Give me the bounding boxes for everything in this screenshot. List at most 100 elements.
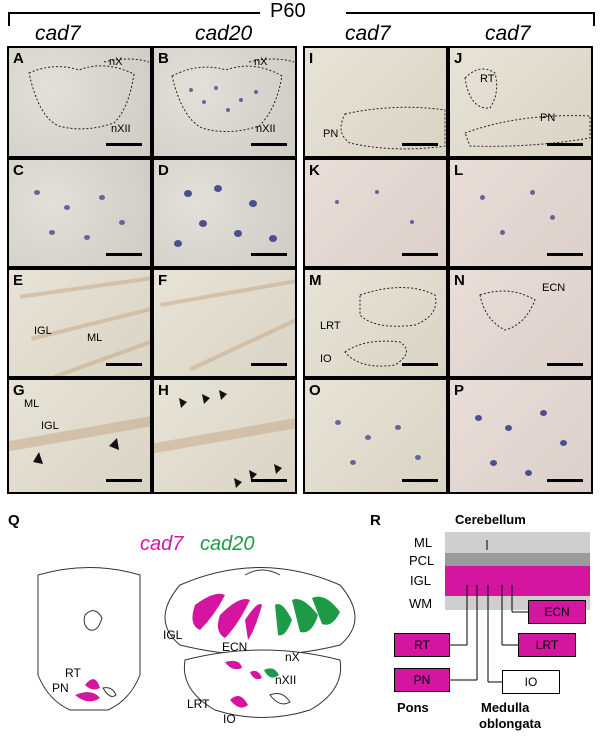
panel-E-label: E: [13, 272, 24, 289]
scale-bar: [106, 363, 142, 366]
diagram-R-label: R: [370, 512, 381, 529]
layer-IGL-label: IGL: [410, 573, 431, 588]
panel-G: G ML IGL: [7, 378, 152, 494]
panel-N-label: N: [454, 272, 465, 289]
scale-bar: [547, 363, 583, 366]
layer-ML-label: ML: [414, 535, 433, 550]
box-PN: PN: [394, 668, 450, 692]
panel-O: O: [303, 378, 448, 494]
panel-B-nXII: nXII: [256, 123, 276, 135]
box-ECN: ECN: [528, 600, 586, 624]
panel-A-nX: nX: [109, 56, 123, 68]
panel-M-IO: IO: [320, 353, 332, 365]
panel-G-IGL: IGL: [41, 420, 59, 432]
panel-H: H: [152, 378, 297, 494]
medulla-label-1: Medulla: [481, 700, 530, 715]
panel-J-label: J: [454, 50, 463, 67]
arrowheads: [179, 390, 282, 488]
panel-D: D: [152, 158, 297, 268]
scale-bar: [251, 143, 287, 146]
panel-A: A nX nXII: [7, 46, 152, 158]
panel-N: N ECN: [448, 268, 593, 378]
panel-M: M LRT IO: [303, 268, 448, 378]
panel-G-ML: ML: [24, 398, 40, 410]
scale-bar: [251, 253, 287, 256]
panel-I: I PN: [303, 46, 448, 158]
label-ECN: ECN: [222, 640, 248, 654]
scale-bar: [106, 253, 142, 256]
connection-lines: [449, 540, 528, 683]
panel-I-outline: [340, 106, 446, 150]
panel-B-nX: nX: [254, 56, 268, 68]
col1-gene: cad7: [35, 22, 81, 45]
panel-E-ML: ML: [87, 332, 103, 344]
panel-P-label: P: [454, 382, 465, 399]
header-bracket-right: [346, 12, 595, 26]
panel-K: K: [303, 158, 448, 268]
panel-D-label: D: [158, 162, 169, 179]
panel-H-label: H: [158, 382, 169, 399]
panel-P: P: [448, 378, 593, 494]
panel-M-LRT: LRT: [320, 320, 341, 332]
panel-E-IGL: IGL: [34, 325, 52, 337]
col2-gene: cad20: [195, 22, 253, 45]
box-LRT: LRT: [518, 633, 576, 657]
panel-A-label: A: [13, 50, 24, 67]
legend-cad20: cad20: [200, 533, 255, 555]
layer-ML-band: [445, 532, 590, 553]
panel-F-label: F: [158, 272, 168, 289]
panel-J-RT: RT: [480, 73, 495, 85]
scale-bar: [106, 143, 142, 146]
panel-C: C: [7, 158, 152, 268]
scale-bar: [106, 479, 142, 482]
panel-N-ECN: ECN: [542, 282, 566, 294]
scale-bar: [251, 363, 287, 366]
panel-O-label: O: [309, 382, 321, 399]
col4-gene: cad7: [485, 22, 531, 45]
scale-bar: [402, 143, 438, 146]
panel-K-label: K: [309, 162, 320, 179]
panel-C-label: C: [13, 162, 24, 179]
panel-L: L: [448, 158, 593, 268]
box-IO: IO: [502, 670, 560, 694]
brain-schematic: [37, 567, 356, 718]
scale-bar: [547, 143, 583, 146]
scale-bar: [547, 253, 583, 256]
scale-bar: [402, 363, 438, 366]
col3-gene: cad7: [345, 22, 391, 45]
panel-N-outline: [479, 290, 536, 331]
scale-bar: [402, 479, 438, 482]
label-nX: nX: [285, 650, 300, 664]
label-PN: PN: [52, 681, 69, 695]
panel-B-label: B: [158, 50, 169, 67]
panel-M-label: M: [309, 272, 322, 289]
cerebellum-title: Cerebellum: [455, 512, 526, 527]
pons-label: Pons: [397, 700, 429, 715]
medulla-label-2: oblongata: [479, 716, 542, 731]
panel-J-outline: [464, 68, 591, 147]
panel-B-outline: [171, 58, 295, 132]
panel-J: J RT PN: [448, 46, 593, 158]
label-IGL: IGL: [163, 628, 183, 642]
label-IO: IO: [223, 712, 236, 726]
scale-bar: [402, 253, 438, 256]
panel-G-label: G: [13, 382, 25, 399]
age-title: P60: [270, 0, 306, 22]
panel-F: F: [152, 268, 297, 378]
scale-bar: [251, 479, 287, 482]
label-RT: RT: [65, 666, 81, 680]
layer-WM-label: WM: [409, 596, 433, 611]
layer-PCL-label: PCL: [409, 553, 435, 568]
panel-A-outline: [28, 58, 150, 130]
panel-B: B nX nXII: [152, 46, 297, 158]
panel-M-outline: [344, 287, 437, 367]
label-nXII: nXII: [275, 673, 297, 687]
panel-A-nXII: nXII: [111, 123, 131, 135]
layer-PCL-band: [445, 553, 590, 566]
header-bracket-left: [8, 12, 260, 26]
diagram-Q-label: Q: [8, 512, 20, 529]
arrowheads: [33, 438, 119, 464]
panel-I-label: I: [309, 50, 314, 67]
legend-cad7: cad7: [140, 533, 184, 555]
label-LRT: LRT: [187, 697, 210, 711]
